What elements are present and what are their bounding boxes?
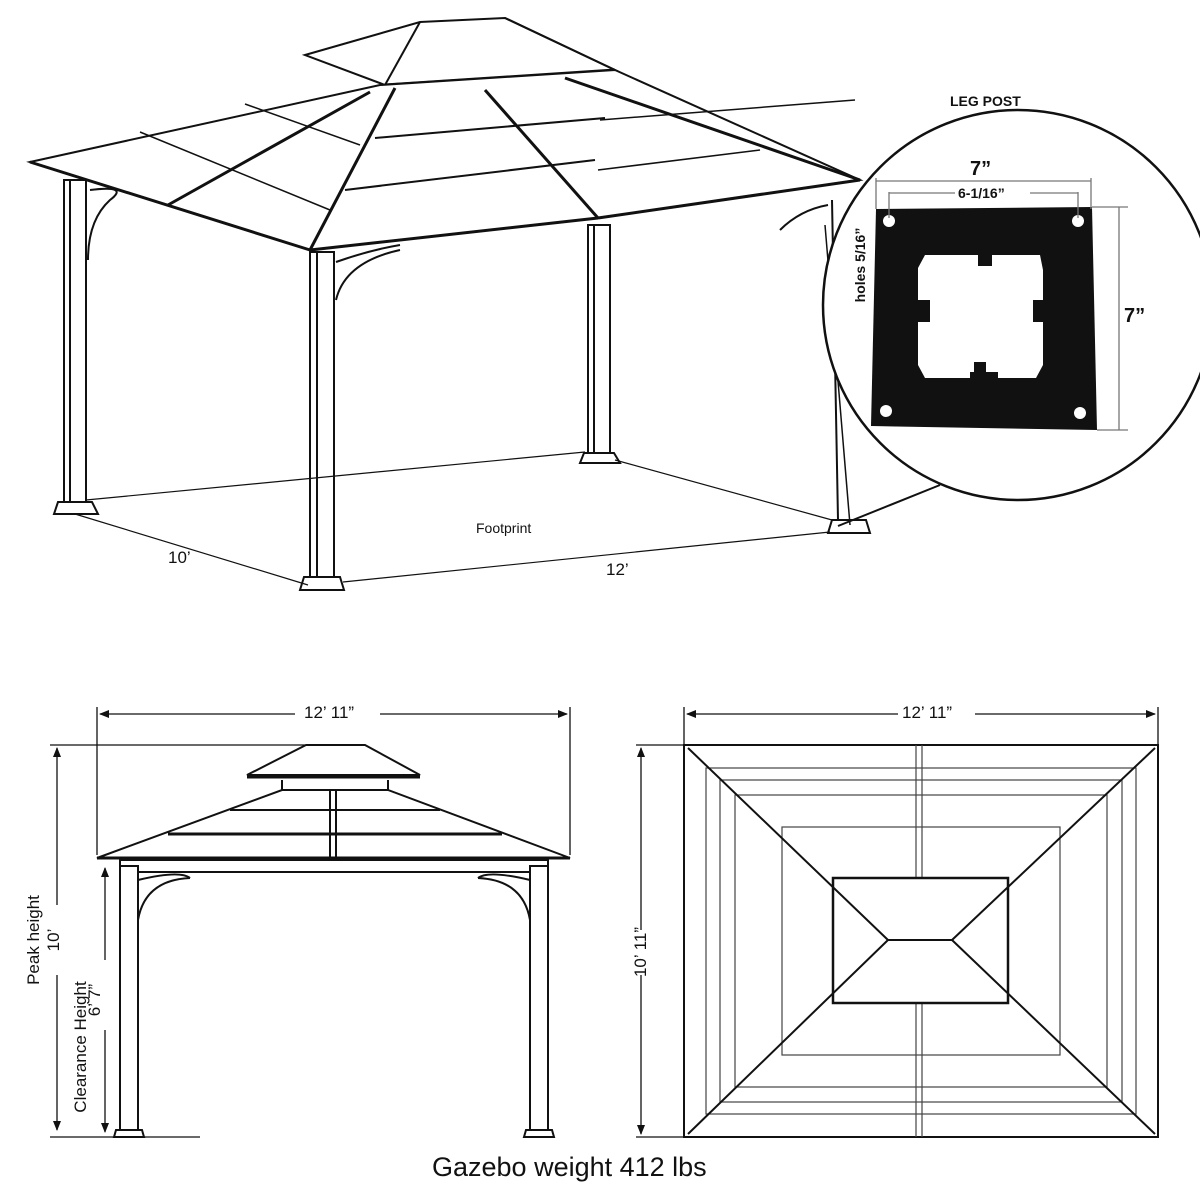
leg-post-outer-width: 7” — [970, 158, 992, 180]
perspective-view — [26, 16, 941, 591]
leg-post-hole-spacing: 6-1/16” — [958, 185, 1005, 201]
footprint-width-label: 12’ — [606, 560, 629, 579]
leg-post-outer-height: 7” — [1124, 305, 1146, 327]
leg-post-detail — [821, 108, 1200, 502]
leg-post-title: LEG POST — [950, 93, 1021, 109]
footprint-depth-label: 10’ — [168, 548, 191, 567]
top-width-label: 12’ 11” — [898, 703, 957, 723]
front-width-label: 12’ 11” — [300, 703, 359, 723]
clearance-height-value: 6’ 7” — [85, 983, 104, 1017]
peak-height-value: 10’ — [44, 928, 63, 952]
top-view — [636, 707, 1159, 1138]
peak-height-caption: Peak height — [24, 895, 43, 985]
footprint-label: Footprint — [476, 520, 532, 536]
top-depth-label: 10’ 11” — [631, 926, 650, 978]
front-elevation — [50, 707, 571, 1138]
leg-post-hole-size: holes 5/16” — [852, 227, 868, 303]
gazebo-weight: Gazebo weight 412 lbs — [432, 1152, 707, 1182]
